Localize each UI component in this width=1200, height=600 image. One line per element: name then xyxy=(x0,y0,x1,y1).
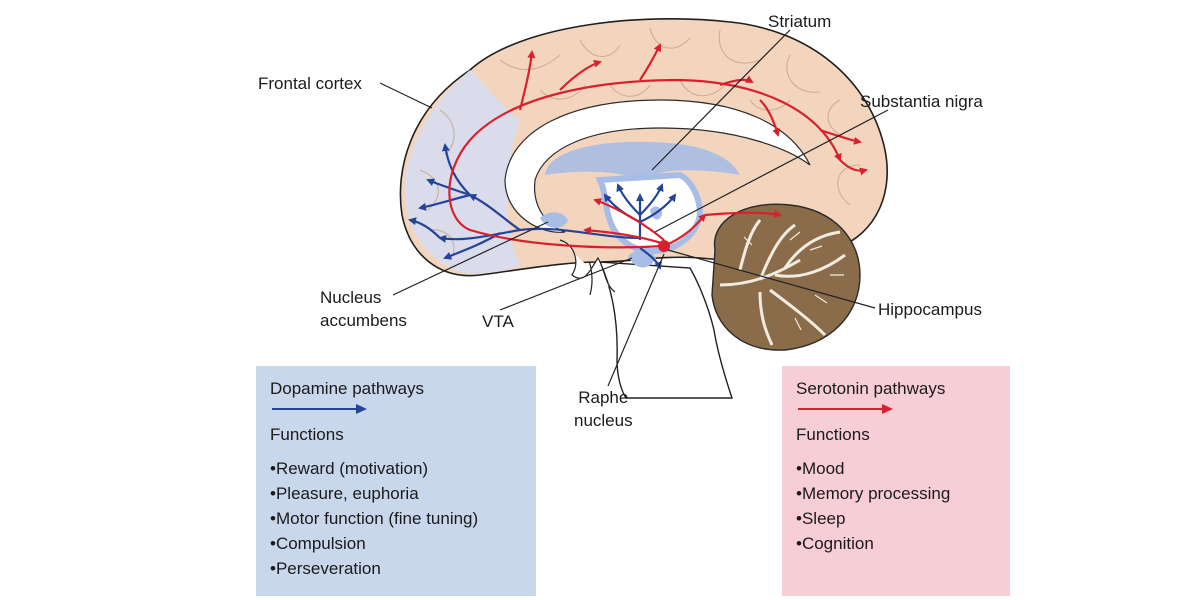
list-item: •Pleasure, euphoria xyxy=(270,484,419,503)
nucleus-accumbens-region xyxy=(540,212,568,228)
brainstem xyxy=(598,261,733,399)
dopamine-legend-arrow-icon xyxy=(272,404,367,414)
label-raphe-line1: Raphe xyxy=(578,388,629,407)
dopamine-functions-heading: Functions xyxy=(270,425,344,444)
serotonin-functions-heading: Functions xyxy=(796,425,870,444)
dopamine-panel: Dopamine pathways Functions •Reward (mot… xyxy=(256,366,536,596)
label-nucleus-accumbens-line1: Nucleus xyxy=(320,288,382,307)
cerebellum-arbor xyxy=(719,219,846,346)
serotonin-panel-title: Serotonin pathways xyxy=(796,379,946,398)
serotonin-paths xyxy=(448,43,868,249)
list-item: •Memory processing xyxy=(796,484,951,503)
dopamine-functions-list: •Reward (motivation) •Pleasure, euphoria… xyxy=(270,456,522,581)
leader-lines xyxy=(379,29,889,387)
label-raphe-line2: nucleus xyxy=(574,411,633,430)
label-substantia-nigra: Substantia nigra xyxy=(860,92,983,111)
list-item: •Perseveration xyxy=(270,559,381,578)
cerebellum-arbor-fine xyxy=(743,231,844,331)
serotonin-functions-list: •Mood •Memory processing •Sleep •Cogniti… xyxy=(796,456,996,556)
label-nucleus-accumbens-line2: accumbens xyxy=(320,311,407,330)
list-item: •Sleep xyxy=(796,509,846,528)
list-item: •Reward (motivation) xyxy=(270,459,429,478)
label-vta: VTA xyxy=(482,312,514,331)
list-item: •Motor function (fine tuning) xyxy=(270,509,479,528)
label-nucleus-accumbens: Nucleus accumbens xyxy=(320,286,407,332)
raphe-nucleus-dot xyxy=(658,240,670,252)
list-item: •Cognition xyxy=(796,534,874,553)
list-item: •Compulsion xyxy=(270,534,366,553)
serotonin-legend-arrow-icon xyxy=(798,404,893,414)
label-raphe-nucleus: Raphe nucleus xyxy=(574,386,633,432)
striatum-region xyxy=(545,141,740,180)
label-frontal-cortex: Frontal cortex xyxy=(258,74,362,93)
label-hippocampus: Hippocampus xyxy=(878,300,982,319)
pituitary xyxy=(559,239,616,293)
dopamine-panel-title: Dopamine pathways xyxy=(270,379,425,398)
list-item: •Mood xyxy=(796,459,845,478)
label-striatum: Striatum xyxy=(768,12,832,31)
serotonin-panel: Serotonin pathways Functions •Mood •Memo… xyxy=(782,366,1010,596)
